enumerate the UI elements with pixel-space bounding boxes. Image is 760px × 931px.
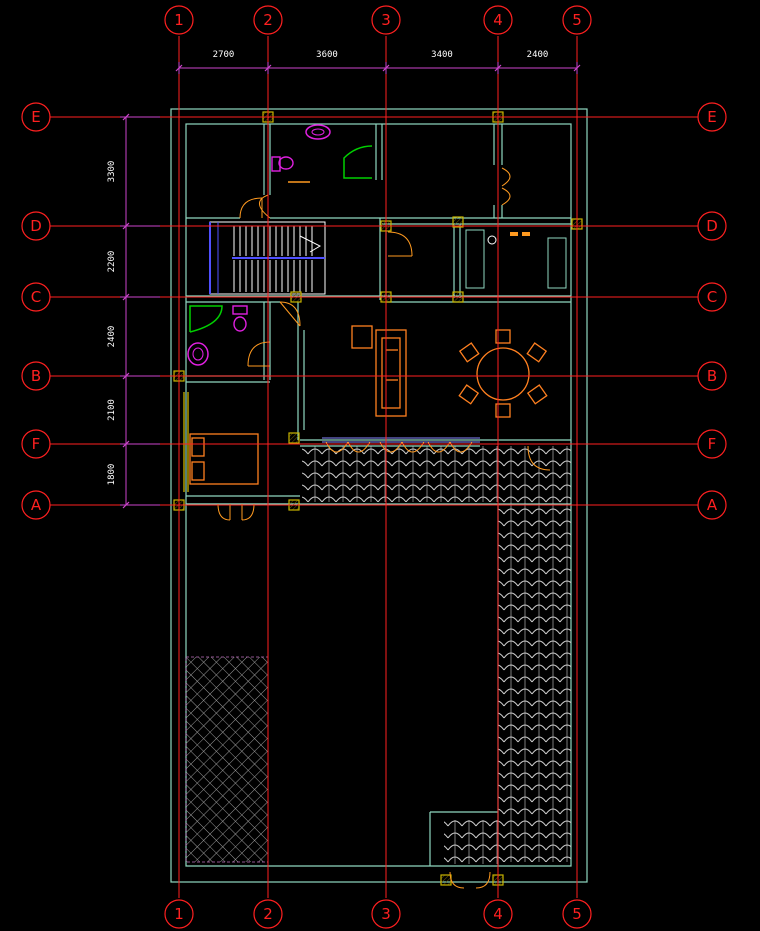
grid-label-row-A: A (31, 496, 42, 514)
grid-bubble-row-C (21, 282, 51, 312)
grid-bubble-row-F (21, 429, 51, 459)
doors (217, 167, 551, 889)
dimension-top-1: 2700 (213, 50, 235, 60)
grid-label-col-1: 1 (174, 905, 184, 923)
grid-bubble-col-1 (164, 5, 194, 35)
grid-bubble-row-E (697, 102, 727, 132)
grid-bubble-row-B (697, 361, 727, 391)
grid-bubble-col-5 (562, 5, 592, 35)
living-furniture (351, 325, 407, 417)
grid-bubble-row-A (697, 490, 727, 520)
grid-label-col-4: 4 (493, 905, 503, 923)
grid-label-row-F: F (708, 435, 717, 453)
grid-bubble-col-2 (253, 899, 283, 929)
shower-enclosures (189, 145, 373, 333)
grid-bubble-row-D (697, 211, 727, 241)
dimension-left-1: 3300 (107, 161, 117, 183)
grid-bubble-row-F (697, 429, 727, 459)
dimension-lines: 2700 3600 3400 2400 3300 2200 2400 2100 1800 (107, 50, 581, 509)
column-marker (440, 874, 452, 886)
dining-table (458, 329, 548, 418)
tile-hatch (302, 446, 571, 864)
awning-arcs (325, 441, 473, 453)
grid-bubble-row-E (21, 102, 51, 132)
grid-label-row-C: C (31, 288, 41, 306)
grid-bubble-col-4 (483, 899, 513, 929)
grid-label-row-F: F (32, 435, 41, 453)
grid-bubble-col-1 (164, 899, 194, 929)
grid-label-col-5: 5 (572, 905, 582, 923)
grid-label-col-2: 2 (263, 905, 273, 923)
grid-bubble-col-5 (562, 899, 592, 929)
grid-bubble-col-3 (371, 5, 401, 35)
grid-label-row-D: D (706, 217, 718, 235)
dimension-left-4: 2100 (107, 399, 117, 421)
grid-label-col-3: 3 (381, 905, 391, 923)
dimension-top-4: 2400 (527, 50, 549, 60)
grid-bubble-row-C (697, 282, 727, 312)
staircase (209, 221, 326, 295)
grid-label-row-D: D (30, 217, 42, 235)
dimension-top-2: 3600 (316, 50, 338, 60)
dimension-left-2: 2200 (107, 251, 117, 273)
grid-label-row-C: C (707, 288, 717, 306)
grid-bubble-col-2 (253, 5, 283, 35)
dimension-left-5: 1800 (107, 464, 117, 486)
lawn-hatch (185, 656, 269, 863)
grid-bubble-row-B (21, 361, 51, 391)
grid-label-col-1: 1 (174, 11, 184, 29)
kitchen (465, 229, 567, 289)
grid-label-col-2: 2 (263, 11, 273, 29)
dimension-top-3: 3400 (431, 50, 453, 60)
column-marker (288, 432, 300, 444)
grid-label-row-B: B (31, 367, 41, 385)
column-marker (452, 216, 464, 228)
grid-label-col-3: 3 (381, 11, 391, 29)
grid-bubble-row-A (21, 490, 51, 520)
grid-label-row-B: B (707, 367, 717, 385)
dimension-left-3: 2400 (107, 326, 117, 348)
grid-bubble-col-3 (371, 899, 401, 929)
grid-label-row-E: E (707, 108, 716, 126)
bathroom-fixtures (187, 124, 331, 366)
bedroom-furniture (183, 392, 259, 492)
grid-bubble-col-4 (483, 5, 513, 35)
grid-label-col-5: 5 (572, 11, 582, 29)
grid-label-row-A: A (707, 496, 718, 514)
grid-label-row-E: E (31, 108, 40, 126)
grid-bubble-row-D (21, 211, 51, 241)
grid-label-col-4: 4 (493, 11, 503, 29)
